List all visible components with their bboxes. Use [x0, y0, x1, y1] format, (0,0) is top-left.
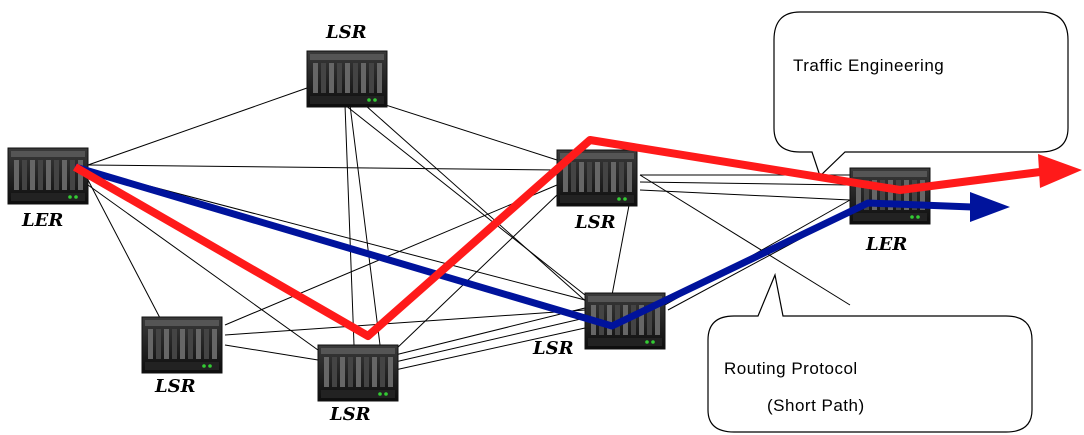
link: [394, 327, 586, 371]
te-path-arrowhead: [1038, 154, 1082, 188]
routing-path-arrowhead: [970, 192, 1010, 222]
link: [639, 181, 851, 186]
routing-path-line: [74, 163, 973, 330]
link: [639, 189, 851, 201]
router-icon: [849, 167, 931, 225]
link: [611, 199, 631, 296]
link: [87, 184, 319, 351]
link: [87, 164, 558, 171]
link: [639, 174, 851, 306]
network-links: [87, 87, 851, 371]
node-lsr-mid: LSR: [556, 149, 638, 233]
node-label: LER: [865, 234, 907, 255]
link: [344, 104, 586, 296]
link: [87, 179, 161, 319]
callout-traffic-engineering-text: Traffic Engineering: [793, 56, 944, 75]
callout-routing-protocol-line1: Routing Protocol: [724, 359, 858, 378]
link: [224, 344, 319, 361]
link: [394, 194, 558, 351]
router-icon: [7, 147, 89, 205]
routing-protocol-path: [74, 163, 1010, 330]
callout-traffic-engineering-bubble: [773, 11, 1069, 178]
router-icon: [141, 316, 223, 374]
callout-routing-protocol-bubble: [707, 272, 1033, 433]
traffic-engineering-path: [73, 136, 1082, 340]
node-ler-right: LER: [849, 167, 931, 255]
te-path-line: [73, 136, 1041, 340]
callout-routing-protocol: Routing Protocol (Short Path): [707, 272, 1033, 433]
link: [394, 317, 586, 363]
router-icon: [306, 50, 388, 108]
callout-routing-protocol-line2: (Short Path): [767, 396, 865, 415]
node-label: LSR: [154, 376, 196, 397]
node-label: LER: [21, 210, 63, 231]
link: [394, 307, 586, 356]
node-label: LSR: [574, 212, 616, 233]
router-icon: [317, 344, 399, 402]
link: [364, 104, 591, 306]
node-label: LSR: [532, 338, 574, 359]
node-ler-left: LER: [7, 147, 89, 231]
node-lsr-bottom: LSR: [317, 344, 399, 425]
callout-traffic-engineering: Traffic Engineering: [773, 11, 1069, 178]
link: [369, 99, 558, 161]
node-label: LSR: [325, 22, 367, 43]
link: [87, 87, 308, 166]
node-lsr-center: LSR: [532, 292, 666, 359]
link: [224, 309, 586, 336]
link: [87, 169, 586, 301]
node-lsr-bottom-left: LSR: [141, 316, 223, 397]
link: [224, 184, 558, 326]
link: [349, 104, 381, 346]
node-lsr-top: LSR: [306, 22, 388, 108]
node-label: LSR: [329, 404, 371, 425]
link: [344, 104, 355, 346]
